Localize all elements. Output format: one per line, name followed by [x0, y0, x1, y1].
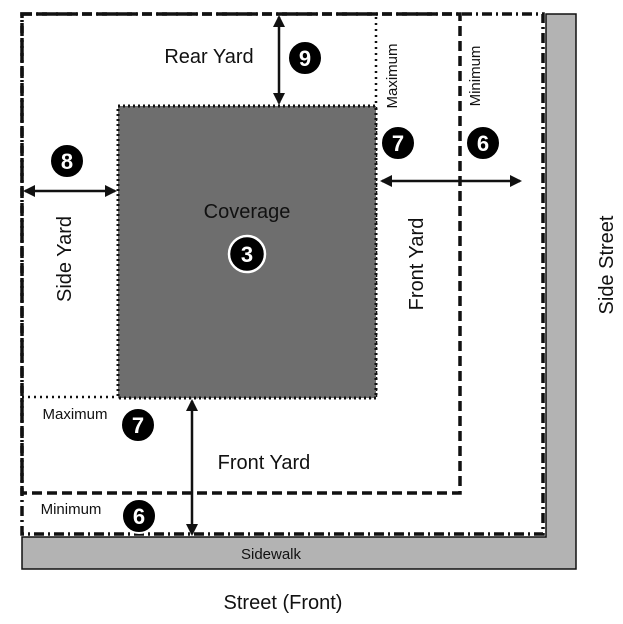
- badge-max-front-setback-bottom: 7: [120, 407, 156, 443]
- badge-min-front-setback-right: 6: [465, 125, 501, 161]
- svg-text:6: 6: [133, 504, 145, 529]
- badge-max-front-setback-right: 7: [380, 125, 416, 161]
- street-front-label: Street (Front): [224, 592, 343, 614]
- svg-text:7: 7: [392, 131, 404, 156]
- svg-text:3: 3: [241, 242, 253, 267]
- maximum-bottom-label: Maximum: [42, 406, 107, 423]
- sidewalk-label: Sidewalk: [241, 546, 302, 563]
- front-yard-right-label: Front Yard: [406, 218, 428, 311]
- badge-rear-yard: 9: [287, 40, 323, 76]
- svg-text:7: 7: [132, 413, 144, 438]
- maximum-right-label: Maximum: [384, 43, 401, 108]
- rear-yard-label: Rear Yard: [164, 46, 253, 68]
- sidewalk-and-side-street-pavement: [21, 13, 577, 570]
- side-yard-label: Side Yard: [54, 216, 76, 302]
- side-street-label: Side Street: [596, 215, 618, 314]
- coverage-label: Coverage: [204, 201, 291, 223]
- badge-coverage: 3: [227, 234, 267, 274]
- minimum-bottom-label: Minimum: [41, 501, 102, 518]
- badge-min-front-setback-bottom: 6: [121, 498, 157, 534]
- front-yard-bottom-label: Front Yard: [218, 452, 311, 474]
- svg-text:8: 8: [61, 149, 73, 174]
- svg-text:9: 9: [299, 46, 311, 71]
- minimum-right-label: Minimum: [467, 46, 484, 107]
- svg-text:6: 6: [477, 131, 489, 156]
- maximum-setback-line: [20, 12, 462, 495]
- badge-side-yard: 8: [49, 143, 85, 179]
